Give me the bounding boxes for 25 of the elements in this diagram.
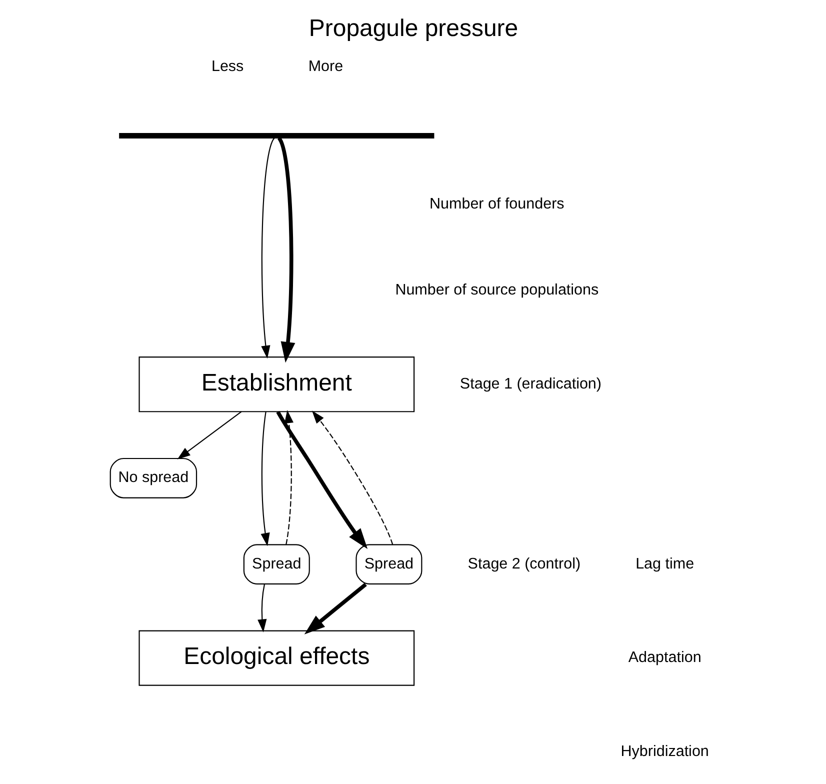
label: Adaptation [628,649,701,666]
label: Hybridization [620,742,708,760]
arrow [284,410,293,545]
arrow [257,584,266,632]
arrow [260,138,274,359]
arrow [260,412,270,546]
node-box: No spread [109,458,197,498]
node-bar [118,133,434,138]
label: Lag time [635,555,694,572]
arrow [311,410,393,545]
arrow [276,410,368,549]
node-box: Spread [355,544,422,584]
node-box: Spread [242,544,310,584]
arrow [276,137,295,363]
arrow [304,582,366,634]
label: Less [210,58,244,76]
node-box: Establishment [138,356,414,412]
label: More [308,58,343,76]
diagram-title: Propagule pressure [308,15,518,42]
label: Number of source populations [394,282,598,299]
arrow [176,411,242,460]
label: Stage 1 (eradication) [459,375,602,392]
label: Number of founders [429,195,564,212]
label: Stage 2 (control) [467,555,580,572]
node-box: Ecological effects [138,630,414,686]
